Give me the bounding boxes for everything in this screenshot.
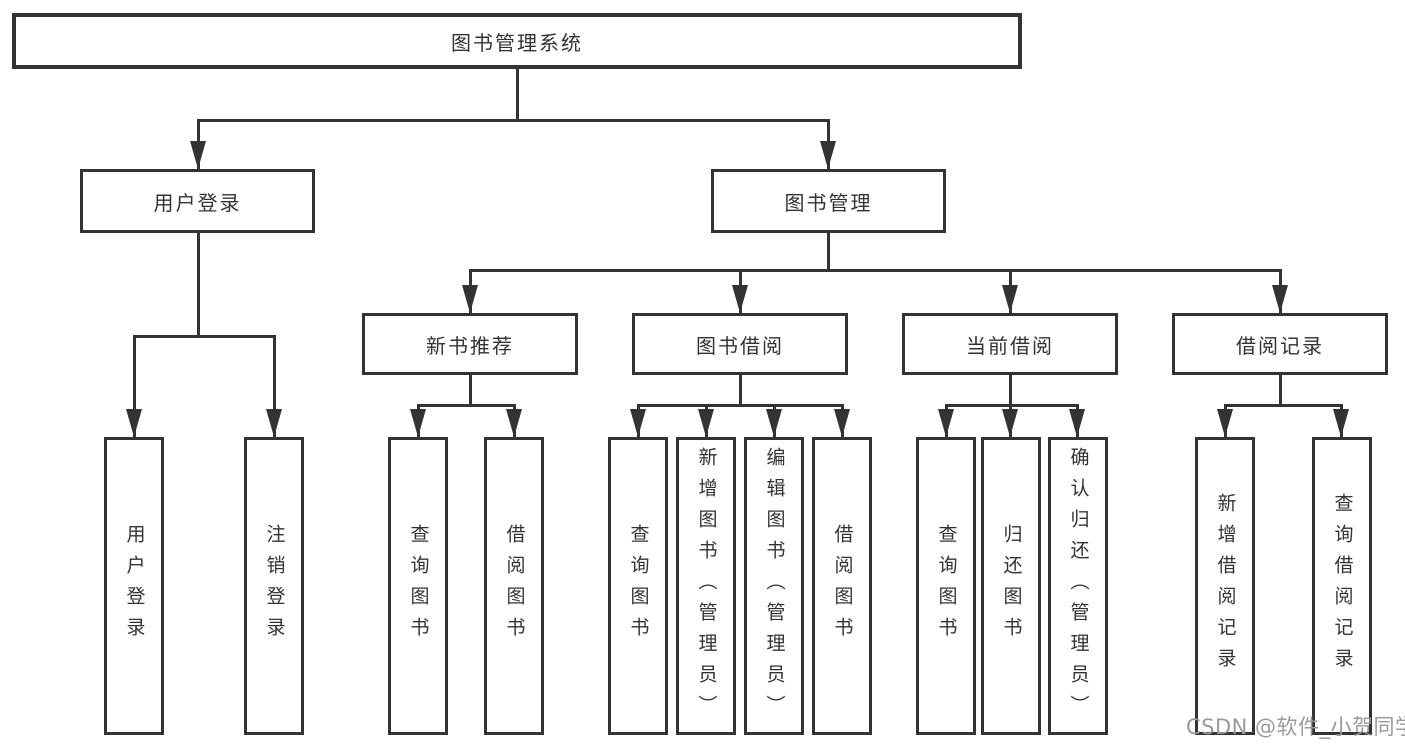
arrow-down-icon — [1002, 409, 1018, 437]
node-library-management-system: 图书管理系统 — [12, 13, 1022, 69]
arrow-down-icon — [1333, 409, 1349, 437]
leaf-label: 确认归还（管理员） — [1067, 446, 1090, 726]
arrow-down-icon — [266, 409, 282, 437]
arrow-down-icon — [1002, 285, 1018, 313]
node-new-book-recommendation: 新书推荐 — [362, 313, 578, 375]
edge-root-vertical — [516, 68, 519, 121]
leaf-label: 编辑图书（管理员） — [763, 446, 786, 726]
edge-recommend-vertical — [469, 374, 472, 406]
edge-recommend-horizontal — [417, 404, 515, 407]
node-label: 用户登录 — [153, 190, 242, 215]
arrow-down-icon — [698, 409, 714, 437]
node-label: 图书管理系统 — [451, 30, 583, 55]
leaf-user-login: 用户登录 — [104, 437, 164, 735]
leaf-label: 查询图书 — [935, 524, 958, 648]
edge-book-management-vertical — [827, 232, 830, 272]
node-label: 图书管理 — [784, 190, 873, 215]
leaf-label: 查询借阅记录 — [1331, 493, 1354, 679]
leaf-query-books-recommend: 查询图书 — [388, 437, 448, 735]
leaf-return-book: 归还图书 — [981, 437, 1041, 735]
leaf-label: 归还图书 — [1000, 524, 1023, 648]
arrow-down-icon — [732, 285, 748, 313]
arrow-down-icon — [1069, 409, 1085, 437]
leaf-add-book-admin: 新增图书（管理员） — [676, 437, 736, 735]
edge-current-horizontal — [945, 404, 1079, 407]
edge-borrowing-vertical — [739, 374, 742, 406]
arrow-down-icon — [1217, 409, 1233, 437]
edge-records-horizontal — [1224, 404, 1343, 407]
leaf-label: 借阅图书 — [503, 524, 526, 648]
arrow-down-icon — [506, 409, 522, 437]
leaf-label: 新增图书（管理员） — [695, 446, 718, 726]
edge-user-login-vertical — [197, 232, 200, 337]
leaf-label: 借阅图书 — [831, 524, 854, 648]
node-current-borrowing: 当前借阅 — [902, 313, 1118, 375]
edge-level2-horizontal — [197, 119, 830, 122]
leaf-label: 查询图书 — [627, 524, 650, 648]
arrow-down-icon — [766, 409, 782, 437]
edge-level3-horizontal — [469, 269, 1282, 272]
edge-stub-leaf-user-login — [133, 335, 136, 437]
arrow-down-icon — [820, 141, 836, 169]
node-label: 当前借阅 — [966, 333, 1054, 358]
leaf-query-books-current: 查询图书 — [916, 437, 976, 735]
leaf-borrow-books-recommend: 借阅图书 — [484, 437, 544, 735]
leaf-label: 新增借阅记录 — [1214, 493, 1237, 679]
arrow-down-icon — [462, 285, 478, 313]
leaf-label: 查询图书 — [407, 524, 430, 648]
node-user-login: 用户登录 — [80, 169, 315, 233]
edge-stub-leaf-logout — [273, 335, 276, 437]
node-label: 借阅记录 — [1236, 333, 1324, 358]
arrow-down-icon — [834, 409, 850, 437]
arrow-down-icon — [410, 409, 426, 437]
leaf-add-borrow-record: 新增借阅记录 — [1195, 437, 1255, 735]
leaf-logout: 注销登录 — [244, 437, 304, 735]
leaf-confirm-return-admin: 确认归还（管理员） — [1048, 437, 1108, 735]
edge-records-vertical — [1279, 374, 1282, 406]
node-book-management: 图书管理 — [711, 169, 946, 233]
arrow-down-icon — [630, 409, 646, 437]
arrow-down-icon — [190, 141, 206, 169]
node-borrowing-records: 借阅记录 — [1172, 313, 1388, 375]
edge-current-vertical — [1009, 374, 1012, 406]
arrow-down-icon — [126, 409, 142, 437]
leaf-query-books-borrow: 查询图书 — [608, 437, 668, 735]
arrow-down-icon — [938, 409, 954, 437]
leaf-edit-book-admin: 编辑图书（管理员） — [744, 437, 804, 735]
node-label: 新书推荐 — [426, 333, 514, 358]
edge-borrowing-horizontal — [637, 404, 843, 407]
leaf-label: 用户登录 — [123, 524, 146, 648]
node-label: 图书借阅 — [696, 333, 784, 358]
leaf-query-borrow-record: 查询借阅记录 — [1312, 437, 1372, 735]
leaf-label: 注销登录 — [263, 524, 286, 648]
leaf-borrow-books: 借阅图书 — [812, 437, 872, 735]
arrow-down-icon — [1272, 285, 1288, 313]
edge-user-login-horizontal — [133, 335, 276, 338]
node-book-borrowing: 图书借阅 — [632, 313, 848, 375]
csdn-watermark: CSDN @软件_小贺同学 — [1186, 715, 1405, 739]
